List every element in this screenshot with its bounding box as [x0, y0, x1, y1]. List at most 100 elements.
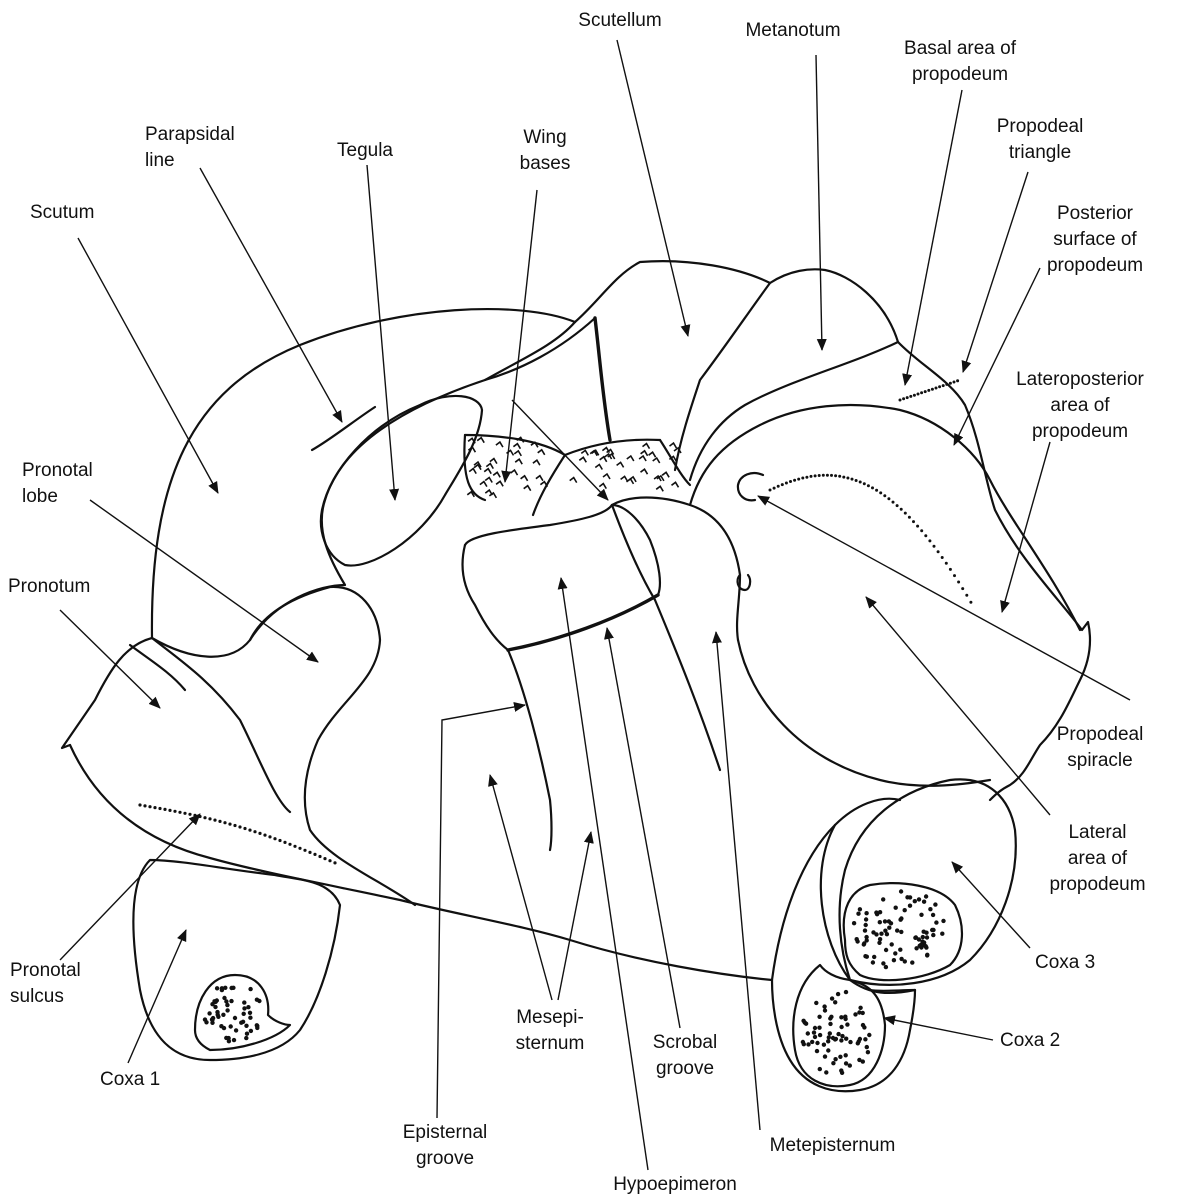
stipple-dot — [838, 1055, 842, 1059]
stipple-dot — [919, 943, 923, 947]
stipple-dot — [896, 504, 899, 507]
wing-base-texture — [639, 456, 646, 461]
stipple-dot — [874, 932, 878, 936]
stipple-dot — [844, 1061, 848, 1065]
stipple-dot — [889, 921, 893, 925]
stipple-dot — [921, 935, 925, 939]
stipple-dot — [940, 932, 944, 936]
stipple-dot — [232, 1038, 236, 1042]
wing-base-texture — [515, 459, 522, 464]
stipple-dot — [863, 1037, 867, 1041]
stipple-dot — [222, 996, 226, 1000]
label-wing-bases: Wing bases — [500, 125, 590, 177]
stipple-dot — [884, 965, 888, 969]
stipple-dot — [268, 835, 271, 838]
wing-base-texture — [524, 486, 531, 491]
stipple-dot — [836, 1032, 840, 1036]
stipple-dot — [887, 497, 890, 500]
stipple-dot — [872, 955, 876, 959]
stipple-dot — [843, 1015, 847, 1019]
stipple-dot — [871, 960, 875, 964]
stipple-dot — [781, 483, 784, 486]
stipple-dot — [942, 384, 945, 387]
stipple-dot — [945, 383, 948, 386]
stipple-dot — [883, 919, 887, 923]
wing-base-texture — [513, 444, 520, 449]
stipple-dot — [895, 928, 899, 932]
stipple-dot — [815, 1049, 819, 1053]
stipple-dot — [828, 1031, 832, 1035]
stipple-dot — [805, 476, 808, 479]
stipple-dot — [961, 587, 964, 590]
stipple-dot — [899, 399, 902, 402]
stipple-dot — [248, 987, 252, 991]
stipple-dot — [906, 396, 909, 399]
stipple-dot — [823, 1054, 827, 1058]
stipple-dot — [249, 1029, 253, 1033]
stipple-dot — [839, 1015, 843, 1019]
label-propodeal-triangle: Propodeal triangle — [990, 114, 1090, 166]
stipple-dot — [857, 1010, 861, 1014]
stipple-dot — [957, 581, 960, 584]
leader-coxa1 — [128, 930, 186, 1063]
stipple-dot — [163, 808, 166, 811]
leader-metanotum — [816, 55, 822, 350]
stipple-dot — [253, 830, 256, 833]
stipple-dot — [899, 889, 903, 893]
stipple-dot — [858, 1006, 862, 1010]
stipple-dot — [937, 550, 940, 553]
wing-base-texture — [603, 474, 610, 479]
stipple-dot — [881, 961, 885, 965]
stipple-dot — [148, 805, 151, 808]
stipple-dot — [814, 1001, 818, 1005]
stipple-dot — [238, 825, 241, 828]
wing-base-texture — [670, 443, 677, 448]
wing-base-texture — [486, 464, 493, 469]
label-pronotal-lobe: Pronotal lobe — [22, 458, 122, 510]
wing-base-texture — [570, 478, 577, 483]
wing-base-texture — [496, 442, 503, 447]
stipple-dot — [188, 813, 191, 816]
stipple-dot — [203, 1017, 207, 1021]
stipple-dot — [838, 475, 841, 478]
stipple-dot — [858, 1037, 862, 1041]
stipple-dot — [223, 821, 226, 824]
stipple-dot — [785, 482, 788, 485]
stipple-dot — [229, 986, 233, 990]
stipple-dot — [797, 478, 800, 481]
stipple-dot — [158, 807, 161, 810]
stipple-dot — [898, 948, 902, 952]
stipple-dot — [887, 926, 891, 930]
wing-base-texture — [469, 469, 476, 474]
stipple-dot — [273, 837, 276, 840]
stipple-dot — [919, 913, 923, 917]
stipple-dot — [839, 1038, 843, 1042]
stipple-dot — [806, 1031, 810, 1035]
stipple-dot — [328, 859, 331, 862]
stipple-dot — [769, 489, 772, 492]
stipple-dot — [244, 1036, 248, 1040]
stipple-dot — [153, 806, 156, 809]
label-parapsidal-line: Parapsidal line — [145, 122, 265, 174]
stipple-dot — [899, 916, 903, 920]
stipple-dot — [925, 935, 929, 939]
stipple-dot — [242, 1006, 246, 1010]
stipple-dot — [826, 474, 829, 477]
stipple-dot — [846, 477, 849, 480]
label-scutum: Scutum — [30, 200, 130, 226]
stipple-dot — [288, 843, 291, 846]
wing-base-texture — [595, 465, 602, 470]
stipple-dot — [844, 1053, 848, 1057]
leader-parapsidal-line — [200, 168, 342, 422]
stipple-dot — [931, 933, 935, 937]
stipple-dot — [255, 1026, 259, 1030]
stipple-dot — [830, 996, 834, 1000]
stipple-dot — [233, 1016, 237, 1020]
stipple-dot — [255, 998, 259, 1002]
stipple-dot — [258, 832, 261, 835]
label-scutellum: Scutellum — [560, 8, 680, 34]
label-episternal-groove: Episternal groove — [380, 1120, 510, 1172]
stipple-dot — [242, 1000, 246, 1004]
stipple-dot — [225, 1008, 229, 1012]
wing-base-texture — [599, 484, 606, 489]
